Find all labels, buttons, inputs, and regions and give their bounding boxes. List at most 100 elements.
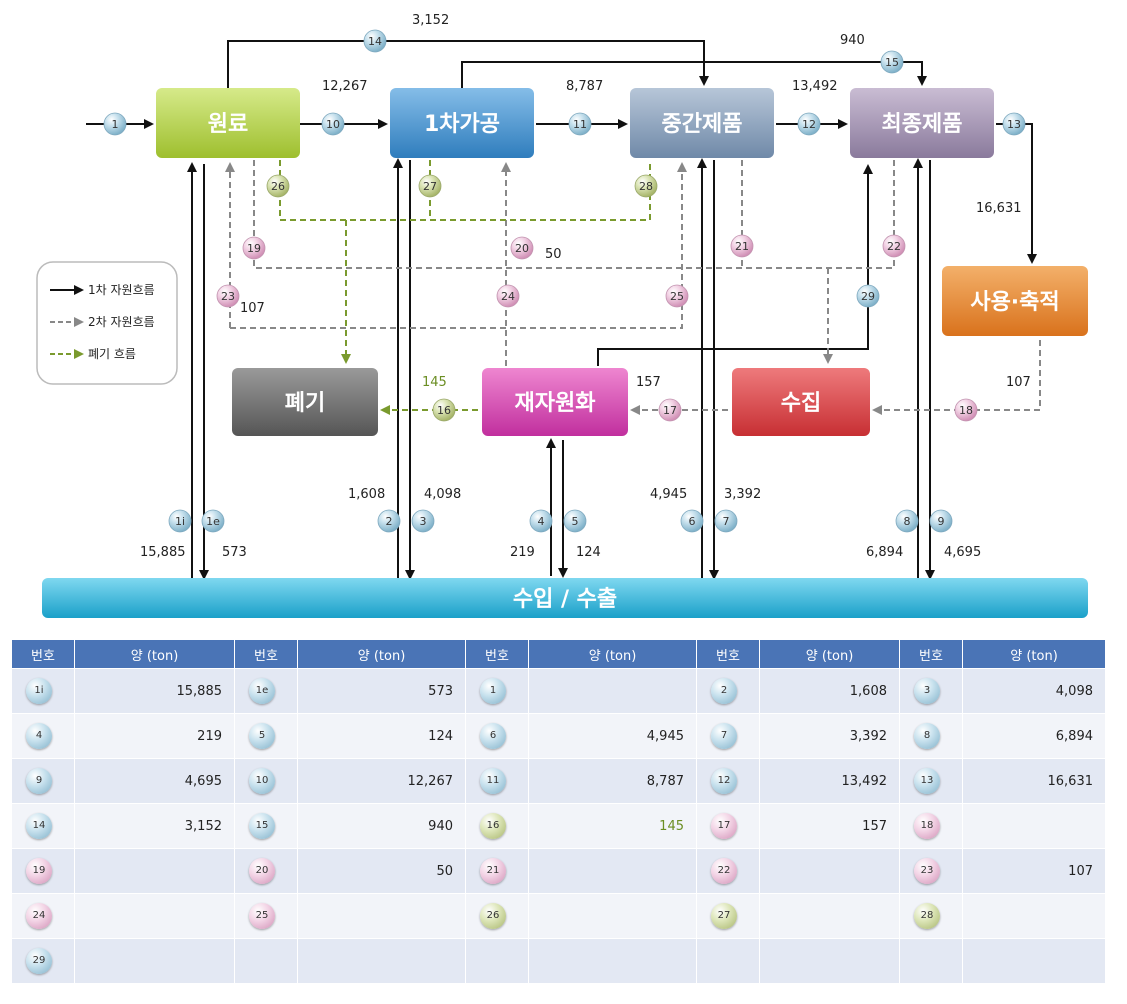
box-collection: 수집	[732, 368, 870, 436]
legend-waste-label: 폐기 흐름	[88, 347, 136, 361]
cell-number: 17	[696, 803, 760, 849]
flow-value-10: 12,267	[322, 79, 368, 94]
cell-amount: 4,695	[74, 758, 235, 804]
cell-amount	[528, 668, 697, 714]
flow-value-18: 107	[1006, 375, 1031, 390]
cell-amount: 13,492	[759, 758, 900, 804]
cell-amount	[962, 938, 1106, 984]
cell-number: 27	[696, 893, 760, 939]
node-8: 8	[895, 509, 919, 533]
cell-amount: 6,894	[962, 713, 1106, 759]
node-14: 14	[363, 29, 387, 53]
cell-number: 6	[465, 713, 529, 759]
flow-value-2: 1,608	[348, 487, 385, 502]
flow-value-3: 4,098	[424, 487, 461, 502]
number-badge: 4	[26, 723, 52, 749]
cell-amount: 12,267	[297, 758, 466, 804]
cell-number: 15	[234, 803, 298, 849]
svg-text:12: 12	[802, 118, 816, 131]
header-number: 번호	[234, 639, 298, 669]
cell-number: 8	[899, 713, 963, 759]
number-badge: 18	[914, 813, 940, 839]
svg-text:29: 29	[861, 290, 875, 303]
svg-text:26: 26	[271, 180, 285, 193]
header-number: 번호	[696, 639, 760, 669]
cell-number: 4	[11, 713, 75, 759]
box-collect-label: 수집	[781, 391, 821, 416]
flow-values: 3,152 940 12,267 8,787 13,492 16,631 50 …	[140, 13, 1031, 560]
flow-value-6: 4,945	[650, 487, 687, 502]
svg-text:3: 3	[420, 515, 427, 528]
number-badge: 1i	[26, 678, 52, 704]
cell-number: 9	[11, 758, 75, 804]
svg-text:22: 22	[887, 240, 901, 253]
table-row: 29	[11, 938, 1106, 984]
flow-value-4: 219	[510, 545, 535, 560]
svg-text:27: 27	[423, 180, 437, 193]
legend-secondary-label: 2차 자원흐름	[88, 315, 155, 329]
cell-number: 16	[465, 803, 529, 849]
legend-primary-label: 1차 자원흐름	[88, 283, 155, 297]
box-intermediate-product: 중간제품	[630, 88, 774, 158]
import-export-label: 수입 / 수출	[513, 587, 617, 612]
box-use-label: 사용·축적	[970, 290, 1059, 315]
cell-amount	[297, 938, 466, 984]
node-3: 3	[411, 509, 435, 533]
svg-text:16: 16	[437, 404, 451, 417]
cell-amount: 1,608	[759, 668, 900, 714]
cell-number: 5	[234, 713, 298, 759]
box-raw-label: 원료	[208, 112, 248, 137]
number-badge: 5	[249, 723, 275, 749]
node-19: 19	[242, 236, 266, 260]
cell-amount	[74, 893, 235, 939]
svg-text:6: 6	[689, 515, 696, 528]
cell-amount: 145	[528, 803, 697, 849]
svg-text:25: 25	[670, 290, 684, 303]
node-5: 5	[563, 509, 587, 533]
node-10: 10	[321, 112, 345, 136]
cell-number: 22	[696, 848, 760, 894]
box-intermediate-label: 중간제품	[662, 112, 743, 137]
cell-number	[234, 938, 298, 984]
svg-text:9: 9	[938, 515, 945, 528]
node-6: 6	[680, 509, 704, 533]
svg-text:19: 19	[247, 242, 261, 255]
cell-number	[465, 938, 529, 984]
cell-number: 3	[899, 668, 963, 714]
cell-number: 20	[234, 848, 298, 894]
cell-number: 26	[465, 893, 529, 939]
number-badge: 17	[711, 813, 737, 839]
cell-amount: 50	[297, 848, 466, 894]
cell-amount	[528, 848, 697, 894]
number-badge: 21	[480, 858, 506, 884]
node-4: 4	[529, 509, 553, 533]
cell-number: 1	[465, 668, 529, 714]
node-17: 17	[658, 398, 682, 422]
node-7: 7	[714, 509, 738, 533]
node-25: 25	[665, 284, 689, 308]
box-use-accumulation: 사용·축적	[942, 266, 1088, 336]
flow-value-23: 107	[240, 301, 265, 316]
svg-text:21: 21	[735, 240, 749, 253]
svg-text:15: 15	[885, 56, 899, 69]
cell-amount: 124	[297, 713, 466, 759]
material-flow-diagram: 1차 자원흐름 2차 자원흐름 폐기 흐름 원료 1차가공 중간제품 최종제품 …	[36, 13, 1088, 618]
node-26: 26	[266, 174, 290, 198]
number-badge: 2	[711, 678, 737, 704]
cell-amount	[962, 893, 1106, 939]
number-badge: 22	[711, 858, 737, 884]
cell-amount: 3,152	[74, 803, 235, 849]
node-27: 27	[418, 174, 442, 198]
number-badge: 3	[914, 678, 940, 704]
header-number: 번호	[899, 639, 963, 669]
svg-text:20: 20	[515, 242, 529, 255]
box-primary-label: 1차가공	[424, 112, 500, 137]
node-11: 11	[568, 112, 592, 136]
number-badge: 8	[914, 723, 940, 749]
cell-number: 18	[899, 803, 963, 849]
